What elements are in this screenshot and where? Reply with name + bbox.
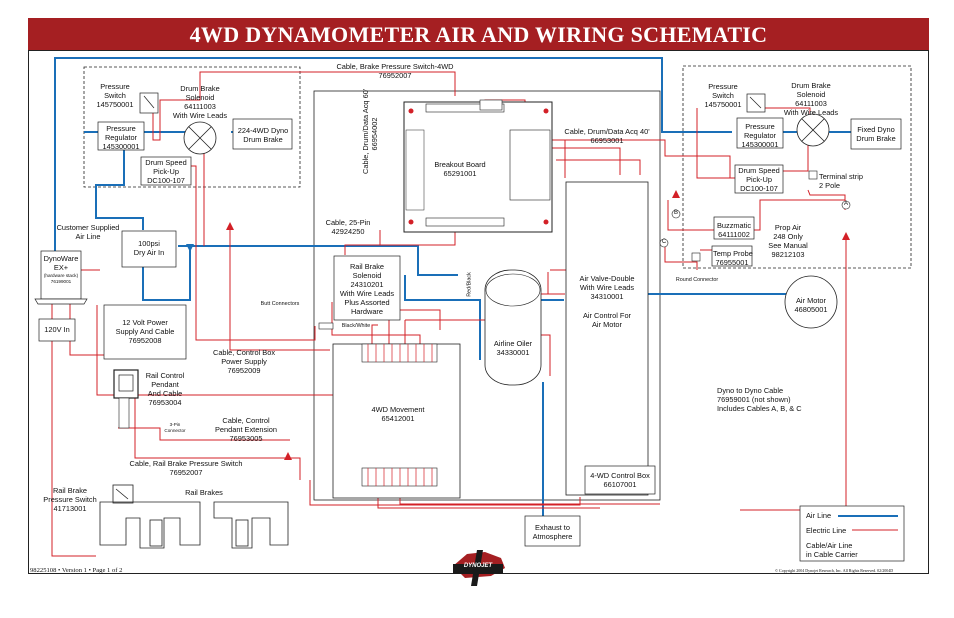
air-valve-label: Air Valve-Double With Wire Leads 3431000… bbox=[579, 274, 635, 301]
pressure-regulator-left-label: Pressure Regulator 145300001 bbox=[102, 124, 140, 151]
cable-control-box-power-label: Cable, Control Box Power Supply 76952009 bbox=[212, 348, 276, 375]
logo-text: DYNOJET bbox=[463, 563, 493, 569]
rail-brakes-drawing bbox=[99, 484, 289, 549]
pin3-connector-label: 3-Pin Connector bbox=[164, 422, 186, 433]
page-title: 4WD DYNAMOMETER AIR AND WIRING SCHEMATIC bbox=[189, 22, 768, 47]
round-connector-label: Round Connector bbox=[675, 277, 719, 283]
round-connector-icon bbox=[691, 252, 701, 262]
terminal-strip-icon bbox=[808, 170, 818, 180]
circle-b-label: B bbox=[673, 210, 678, 216]
customer-air-label: Customer Supplied Air Line bbox=[56, 223, 120, 241]
v120-in-label: 120V In bbox=[44, 325, 70, 334]
movement-4wd-label: 4WD Movement 65412001 bbox=[371, 405, 425, 423]
butt-connectors-label: Butt Connectors bbox=[260, 301, 300, 307]
fixed-dyno-drum-brake-label: Fixed Dyno Drum Brake bbox=[856, 125, 896, 143]
pressure-regulator-right-label: Pressure Regulator 145300001 bbox=[741, 122, 779, 149]
butt-connector-icon bbox=[318, 322, 334, 330]
drum-brake-224-label: 224-4WD Dyno Drum Brake bbox=[237, 126, 289, 144]
airline-oiler-tank bbox=[484, 269, 542, 386]
cable-drum-data-40-label: Cable, Drum/Data Acq 40' 66953001 bbox=[564, 127, 650, 145]
drum-brake-solenoid-left-label: Drum Brake Solenoid 64111003 With Wire L… bbox=[172, 84, 228, 120]
pressure-switch-left-label: Pressure Switch 145750001 bbox=[96, 82, 134, 109]
temp-probe-label: Temp Probe 76955001 bbox=[713, 249, 753, 267]
legend-electric-line: Electric Line bbox=[806, 526, 847, 535]
footer-copyright: © Copyright 2004 Dynojet Research, Inc. … bbox=[775, 568, 894, 573]
buzzmatic-label: Buzzmatic 64111002 bbox=[716, 221, 752, 239]
cable-brake-pressure-label: Cable, Brake Pressure Switch-4WD 7695200… bbox=[336, 62, 454, 80]
board-mount-holes bbox=[408, 108, 549, 225]
left-dyno-region bbox=[83, 66, 301, 188]
airline-oiler-label: Airline Oiler 34330001 bbox=[493, 339, 533, 357]
control-box-4wd-label: 4-WD Control Box 66107001 bbox=[590, 471, 650, 489]
cable-control-pendant-ext-label: Cable, Control Pendant Extension 7695300… bbox=[214, 416, 278, 443]
dynoware-label: DynoWare EX+ bbox=[43, 254, 79, 272]
rail-brake-ps-label: Rail Brake Pressure Switch 41713001 bbox=[43, 486, 97, 513]
prop-air-label: Prop Air 248 Only See Manual 98212103 bbox=[768, 223, 808, 259]
red-black-label: Red/Black bbox=[466, 272, 473, 297]
pressure-switch-right-label: Pressure Switch 145750001 bbox=[704, 82, 742, 109]
title-bar: 4WD DYNAMOMETER AIR AND WIRING SCHEMATIC bbox=[28, 18, 929, 50]
breakout-board-label: Breakout Board 65291001 bbox=[434, 160, 486, 178]
control-box-outline bbox=[313, 90, 661, 501]
air-motor-icon bbox=[784, 275, 838, 329]
circle-a-label: A bbox=[843, 201, 848, 207]
air-control-label: Air Control For Air Motor bbox=[582, 311, 632, 329]
cable-25pin-label: Cable, 25-Pin 42924250 bbox=[325, 218, 371, 236]
drum-brake-solenoid-right-label: Drum Brake Solenoid 64111003 With Wire L… bbox=[783, 81, 839, 117]
cable-rail-brake-ps-label: Cable, Rail Brake Pressure Switch 769520… bbox=[129, 459, 243, 477]
drum-speed-left-label: Drum Speed Pick-Up DC100-107 bbox=[145, 158, 187, 185]
terminal-strip-label: Terminal strip 2 Pole bbox=[819, 172, 863, 190]
dynojet-logo: DYNOJET bbox=[447, 548, 509, 588]
cable-drum-data-60-label: Cable, Drum/Data Acq 60' 66954002 bbox=[361, 88, 379, 174]
pressure-switch-left-symbol bbox=[139, 92, 159, 114]
exhaust-label: Exhaust to Atmosphere bbox=[532, 523, 573, 541]
drum-speed-right-label: Drum Speed Pick-Up DC100-107 bbox=[738, 166, 780, 193]
footer-document-info: 98225108 • Version 1 • Page 1 of 2 bbox=[30, 567, 123, 574]
dyno-to-dyno-label: Dyno to Dyno Cable 76959001 (not shown) … bbox=[717, 386, 802, 413]
dynoware-computer-icon bbox=[40, 250, 82, 300]
rail-brake-solenoid-label: Rail Brake Solenoid 24310201 With Wire L… bbox=[339, 262, 395, 316]
rail-control-pendant-label: Rail Control Pendant And Cable 76953004 bbox=[145, 371, 185, 407]
dry-air-label: 100psi Dry Air In bbox=[133, 239, 165, 257]
air-motor-label: Air Motor 46805001 bbox=[794, 296, 828, 314]
black-white-label: Black/White bbox=[341, 323, 371, 329]
dynoware-small-label: (hardware stack) 76199001 bbox=[43, 273, 79, 284]
legend-air-line: Air Line bbox=[806, 511, 832, 520]
rail-brakes-label: Rail Brakes bbox=[185, 488, 223, 497]
power-supply-label: 12 Volt Power Supply And Cable 76952008 bbox=[115, 318, 175, 345]
legend-cable-air-carrier: Cable/Air Line in Cable Carrier bbox=[806, 541, 858, 559]
circle-c-label: C bbox=[661, 239, 667, 245]
air-valve-column bbox=[565, 181, 649, 496]
